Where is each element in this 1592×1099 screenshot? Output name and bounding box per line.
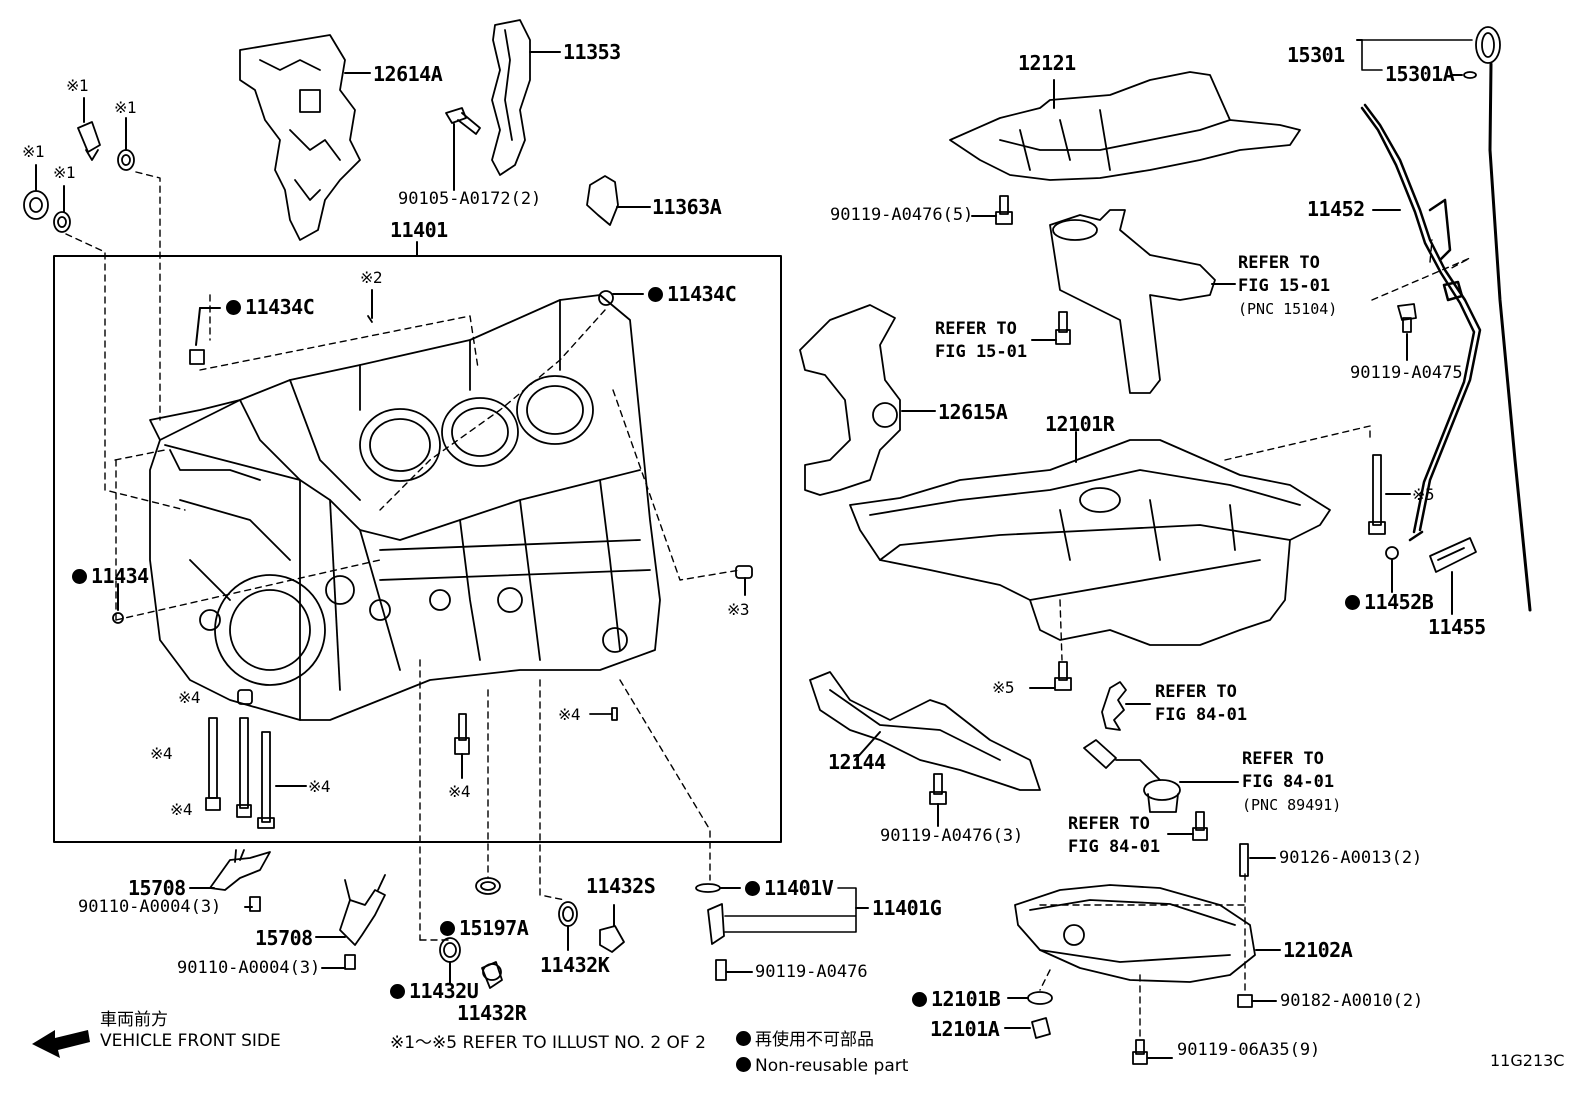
nonreusable-legend-jp: 再使用不可部品 bbox=[736, 1031, 874, 1049]
sensor-refer-84-01 bbox=[1083, 681, 1181, 813]
oil-pan-12102A bbox=[1014, 884, 1256, 983]
label-90119-A0475: 90119-A0475 bbox=[1350, 363, 1463, 383]
label-12102A: 12102A bbox=[1283, 938, 1353, 962]
label-12121: 12121 bbox=[1018, 51, 1076, 75]
oil-strainer bbox=[1049, 209, 1216, 394]
label-11401: 11401 bbox=[390, 218, 448, 242]
dipstick-guide bbox=[1360, 103, 1482, 542]
note-x5b: ※5 bbox=[992, 678, 1015, 697]
label-11434: 11434 bbox=[72, 566, 149, 586]
note-x2: ※2 bbox=[360, 268, 383, 287]
cover-12614A bbox=[239, 34, 361, 241]
baffle-12144 bbox=[809, 671, 1041, 791]
label-12615A: 12615A bbox=[938, 400, 1008, 424]
vehicle-front-en: VEHICLE FRONT SIDE bbox=[100, 1031, 281, 1051]
label-11363A: 11363A bbox=[652, 195, 722, 219]
bolt-90105 bbox=[445, 107, 481, 135]
label-90105-A0172: 90105-A0172(2) bbox=[398, 189, 542, 209]
label-11432U: 11432U bbox=[390, 981, 479, 1001]
note-x1c: ※1 bbox=[22, 142, 45, 161]
brackets-15708 bbox=[209, 849, 386, 970]
label-90110-A0004-b: 90110-A0004(3) bbox=[177, 958, 321, 978]
small-fittings bbox=[112, 290, 753, 829]
note-x1b: ※1 bbox=[114, 98, 137, 117]
note-x4c: ※4 bbox=[170, 800, 193, 819]
label-12101A: 12101A bbox=[930, 1017, 1000, 1041]
note-x1a: ※1 bbox=[66, 76, 89, 95]
label-15301A: 15301A bbox=[1385, 62, 1455, 86]
label-90119-A0476-3: 90119-A0476(3) bbox=[880, 826, 1024, 846]
front-arrow-icon bbox=[32, 1030, 90, 1058]
label-15197A: 15197A bbox=[440, 918, 529, 938]
label-12101R: 12101R bbox=[1045, 412, 1115, 436]
illustration-code: 11G213C bbox=[1490, 1051, 1565, 1070]
illust-note: ※1～※5 REFER TO ILLUST NO. 2 OF 2 bbox=[390, 1033, 706, 1053]
label-11452: 11452 bbox=[1307, 197, 1365, 221]
label-90126-A0013: 90126-A0013(2) bbox=[1279, 848, 1423, 868]
bottom-plugs bbox=[439, 877, 727, 989]
part-11353 bbox=[491, 19, 531, 176]
label-90110-A0004-a: 90110-A0004(3) bbox=[78, 897, 222, 917]
plate-12121 bbox=[949, 71, 1301, 181]
label-11401G: 11401G bbox=[872, 896, 942, 920]
label-15708-b: 15708 bbox=[255, 926, 313, 950]
dashed-leaders bbox=[65, 171, 1471, 1041]
label-11432R: 11432R bbox=[457, 1001, 527, 1025]
nonreusable-legend-en: Non-reusable part bbox=[736, 1057, 908, 1075]
note-x4a: ※4 bbox=[178, 688, 201, 707]
vehicle-front-jp: 車両前方 bbox=[100, 1010, 168, 1030]
label-11434C-right: 11434C bbox=[648, 284, 737, 304]
note-x4f: ※4 bbox=[558, 705, 581, 724]
label-11432K: 11432K bbox=[540, 953, 610, 977]
label-11432S: 11432S bbox=[586, 874, 656, 898]
label-11434C-left: 11434C bbox=[226, 297, 315, 317]
label-90182-A0010: 90182-A0010(2) bbox=[1280, 991, 1424, 1011]
label-12144: 12144 bbox=[828, 750, 886, 774]
label-90119-06A35: 90119-06A35(9) bbox=[1177, 1040, 1321, 1060]
note-x3: ※3 bbox=[727, 600, 750, 619]
sensor-parts-left bbox=[23, 121, 135, 233]
note-x4e: ※4 bbox=[448, 782, 471, 801]
note-x4d: ※4 bbox=[308, 777, 331, 796]
note-x4b: ※4 bbox=[150, 744, 173, 763]
cylinder-block-illustration bbox=[149, 294, 661, 721]
note-x5a: ※5 bbox=[1412, 485, 1435, 504]
label-11401V: 11401V bbox=[745, 878, 834, 898]
label-11455: 11455 bbox=[1428, 615, 1486, 639]
label-15301: 15301 bbox=[1287, 43, 1345, 67]
note-x1d: ※1 bbox=[53, 163, 76, 182]
label-11452B: 11452B bbox=[1345, 592, 1434, 612]
label-12614A: 12614A bbox=[373, 62, 443, 86]
oil-dipstick bbox=[1463, 26, 1532, 612]
label-12101B: 12101B bbox=[912, 989, 1001, 1009]
bracket-12615A bbox=[799, 304, 901, 496]
label-90119-A0476: 90119-A0476 bbox=[755, 962, 868, 982]
part-11363A bbox=[586, 175, 619, 226]
label-90119-A0476-5: 90119-A0476(5) bbox=[830, 205, 974, 225]
label-11353: 11353 bbox=[563, 40, 621, 64]
oil-pan-12101R bbox=[849, 439, 1331, 646]
label-15708-a: 15708 bbox=[128, 876, 186, 900]
